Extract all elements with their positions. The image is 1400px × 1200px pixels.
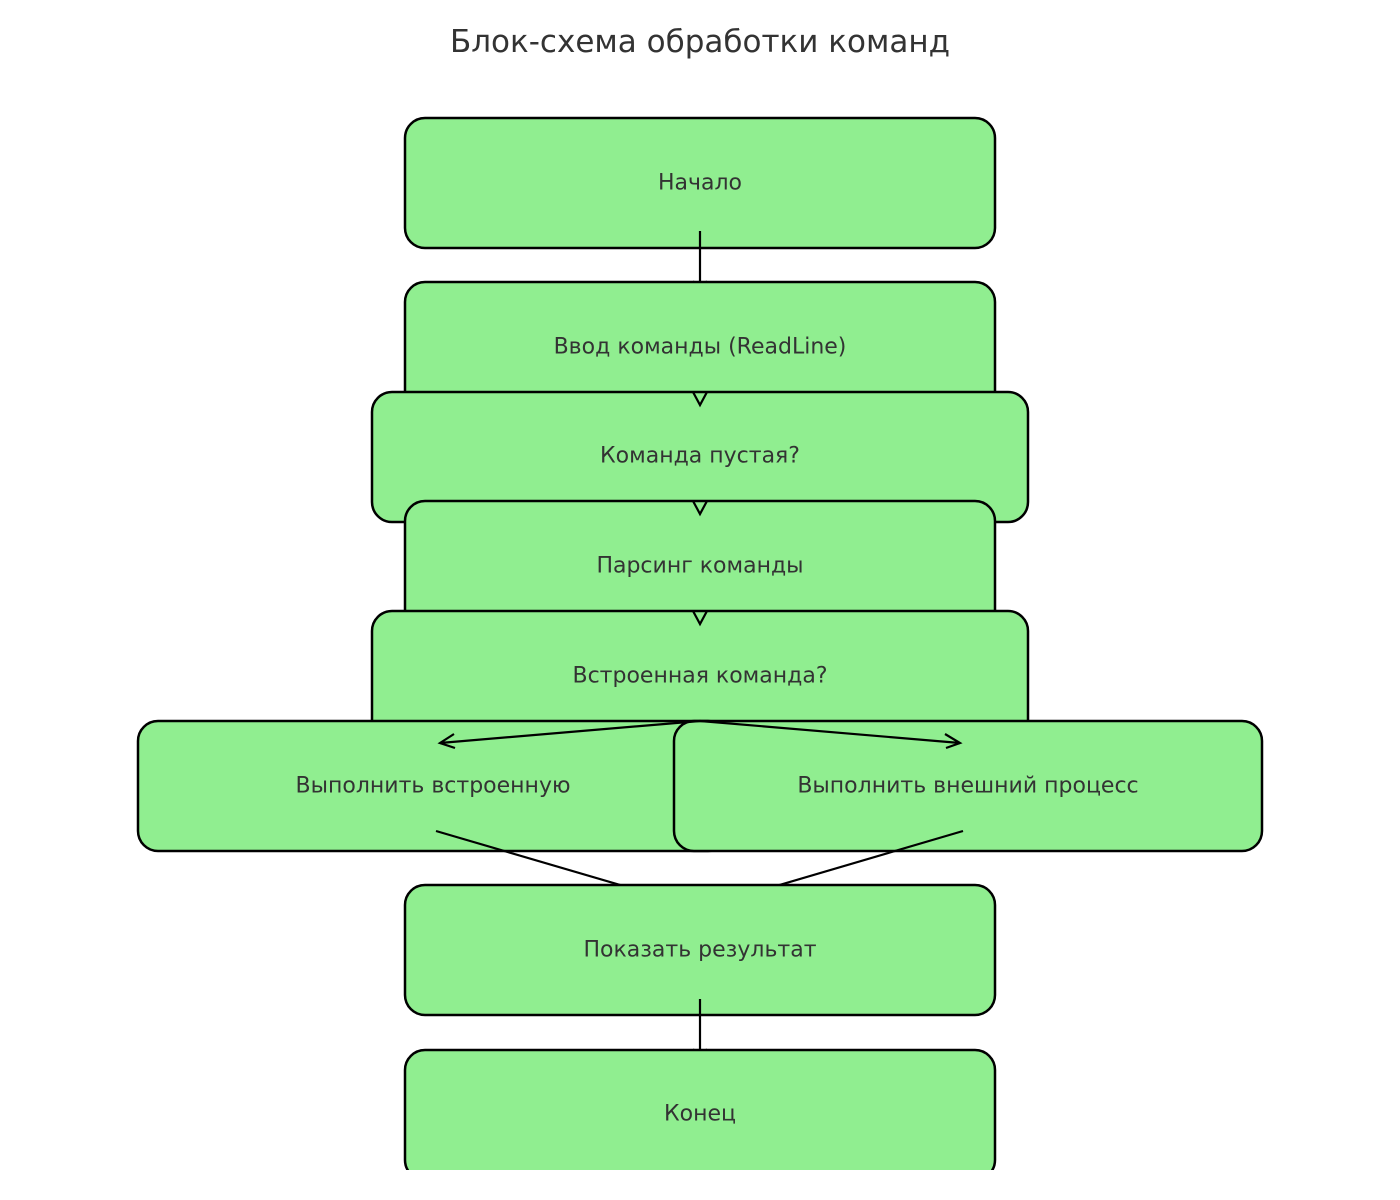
- node-readline: Ввод команды (ReadLine): [403, 280, 997, 414]
- node-exec-external: Выполнить внешний процесс: [672, 719, 1264, 853]
- edge-readline-is-empty: [692, 391, 708, 408]
- node-start-label: Начало: [658, 171, 742, 196]
- node-show-result: Показать результат: [403, 883, 997, 1017]
- node-is-builtin-label: Встроенная команда?: [572, 664, 827, 689]
- node-is-empty-label: Команда пустая?: [600, 444, 800, 469]
- node-exec-builtin: Выполнить встроенную: [136, 719, 730, 853]
- node-end-label: Конец: [664, 1102, 736, 1127]
- node-exec-external-label: Выполнить внешний процесс: [797, 774, 1138, 799]
- node-parse: Парсинг команды: [403, 499, 997, 633]
- node-is-empty: Команда пустая?: [370, 390, 1030, 524]
- node-start: Начало: [403, 116, 997, 250]
- node-show-result-label: Показать результат: [583, 938, 816, 963]
- node-end: Конец: [403, 1048, 997, 1170]
- edge-is-builtin-exec-builtin: [437, 719, 701, 750]
- edge-parse-is-builtin: [692, 610, 708, 627]
- edge-is-builtin-exec-external: [699, 719, 963, 750]
- node-parse-label: Парсинг команды: [596, 554, 803, 579]
- diagram-title: Блок-схема обработки команд: [449, 24, 951, 60]
- edge-is-empty-parse: [692, 500, 708, 517]
- node-exec-builtin-label: Выполнить встроенную: [296, 774, 571, 799]
- node-readline-label: Ввод команды (ReadLine): [554, 335, 847, 360]
- node-is-builtin: Встроенная команда?: [370, 609, 1030, 743]
